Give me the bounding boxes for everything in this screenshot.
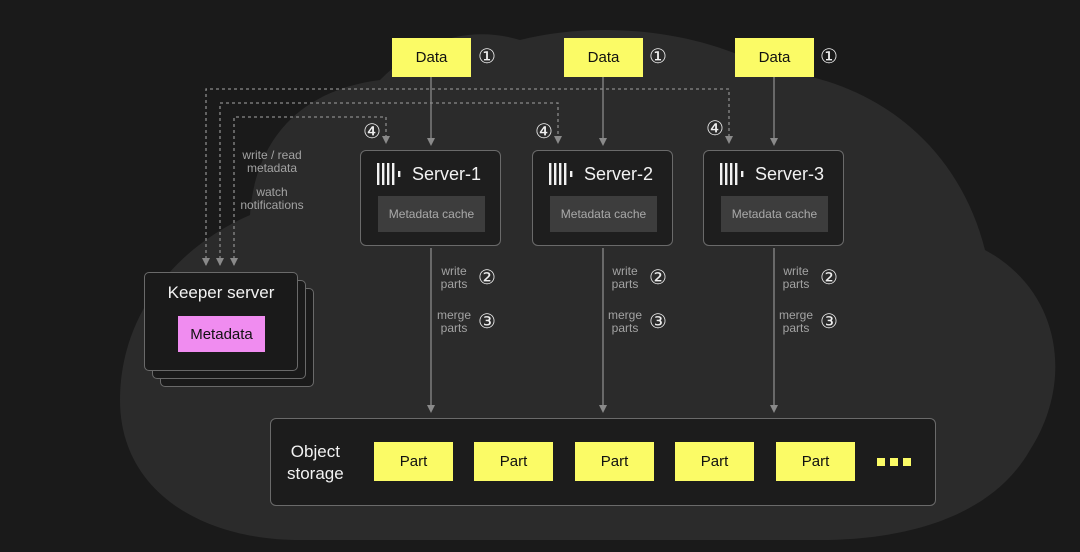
- data-box-3: Data: [735, 38, 814, 77]
- step-2-badge: ②: [820, 267, 838, 289]
- part-block: Part: [776, 442, 855, 481]
- data-box-1: Data: [392, 38, 471, 77]
- step-2-badge: ②: [649, 267, 667, 289]
- step-4-badge: ④: [535, 121, 553, 143]
- keeper-title: Keeper server: [167, 283, 275, 302]
- dashed-keeper-server1: [233, 116, 390, 265]
- metadata-cache: Metadata cache: [378, 196, 485, 232]
- server-1-title: Server-1: [377, 163, 481, 185]
- step-1-badge: ①: [478, 46, 496, 68]
- step-1-badge: ①: [820, 46, 838, 68]
- part-block: Part: [474, 442, 553, 481]
- part-block: Part: [675, 442, 754, 481]
- part-block: Part: [374, 442, 453, 481]
- server-3: Server-3 Metadata cache: [703, 150, 844, 246]
- clickhouse-bars-icon: [377, 163, 401, 185]
- server-2: Server-2 Metadata cache: [532, 150, 673, 246]
- more-parts-ellipsis-icon: [877, 458, 911, 466]
- step-4-badge: ④: [363, 121, 381, 143]
- part-block: Part: [575, 442, 654, 481]
- keeper-server: Keeper server Metadata: [144, 272, 298, 371]
- metadata-cache: Metadata cache: [550, 196, 657, 232]
- server-name: Server-1: [412, 163, 482, 184]
- metadata-cache: Metadata cache: [721, 196, 828, 232]
- step-3-badge: ③: [820, 311, 838, 333]
- step-3-badge: ③: [649, 311, 667, 333]
- clickhouse-bars-icon: [720, 163, 744, 185]
- server-2-title: Server-2: [549, 163, 653, 185]
- step-1-badge: ①: [649, 46, 667, 68]
- server-1: Server-1 Metadata cache: [360, 150, 501, 246]
- dashed-keeper-server2: [219, 102, 562, 265]
- step-2-badge: ②: [478, 267, 496, 289]
- clickhouse-bars-icon: [549, 163, 573, 185]
- server-name: Server-2: [584, 163, 654, 184]
- data-box-2: Data: [564, 38, 643, 77]
- server-3-title: Server-3: [720, 163, 824, 185]
- step-3-badge: ③: [478, 311, 496, 333]
- server-name: Server-3: [755, 163, 825, 184]
- metadata-box: Metadata: [178, 316, 265, 352]
- step-4-badge: ④: [706, 118, 724, 140]
